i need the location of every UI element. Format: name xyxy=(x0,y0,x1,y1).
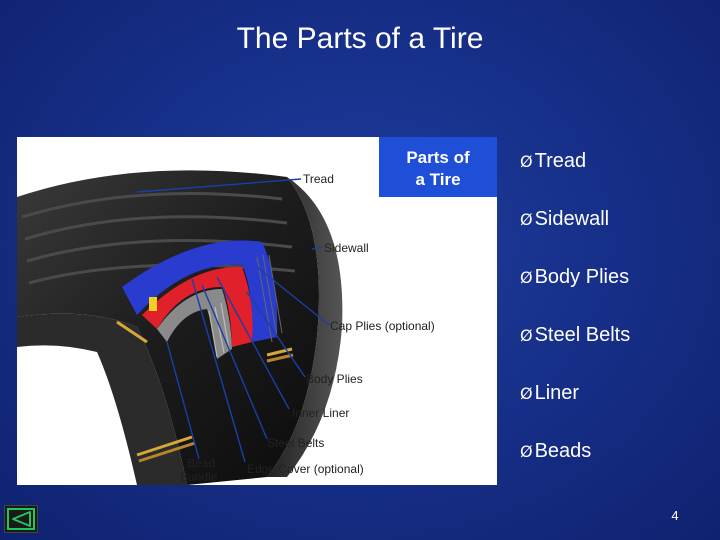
slide-title-text: The Parts of a Tire xyxy=(237,22,484,55)
bullet-arrow-icon: Ø xyxy=(520,210,533,229)
label-tread: Tread xyxy=(303,172,334,186)
label-cap-plies: Cap Plies (optional) xyxy=(330,319,435,333)
bullet-arrow-icon: Ø xyxy=(520,268,533,287)
label-bead-line1: Bead xyxy=(187,456,215,470)
tire-diagram: Parts of a Tire Tread Sidewall Cap Plies… xyxy=(17,137,497,485)
back-nav-button[interactable] xyxy=(4,505,38,533)
bullet-arrow-icon: Ø xyxy=(520,152,533,171)
back-arrow-icon xyxy=(5,506,37,532)
yellow-marker xyxy=(149,297,157,311)
bullet-text: Sidewall xyxy=(535,208,609,230)
label-body-plies: Body Plies xyxy=(306,372,363,386)
label-inner-liner: Inner Liner xyxy=(292,406,349,420)
page-number: 4 xyxy=(660,508,690,523)
label-edge-cover: Edge Cover (optional) xyxy=(247,462,364,476)
label-sidewall: Sidewall xyxy=(324,241,369,255)
bullet-text: Liner xyxy=(535,382,579,404)
bullet-arrow-icon: Ø xyxy=(520,442,533,461)
diagram-header-line2: a Tire xyxy=(415,170,460,189)
bullet-text: Steel Belts xyxy=(535,324,631,346)
bullet-text: Tread xyxy=(535,150,587,172)
bullet-text: Beads xyxy=(535,440,592,462)
slide-title: The Parts of a Tire xyxy=(0,22,720,56)
bullet-arrow-icon: Ø xyxy=(520,326,533,345)
diagram-header-line1: Parts of xyxy=(406,148,470,167)
bullet-text: Body Plies xyxy=(535,266,630,288)
label-bead-line2: Bundle xyxy=(180,470,218,484)
label-steel-belts: Steel Belts xyxy=(267,436,324,450)
bullet-arrow-icon: Ø xyxy=(520,384,533,403)
